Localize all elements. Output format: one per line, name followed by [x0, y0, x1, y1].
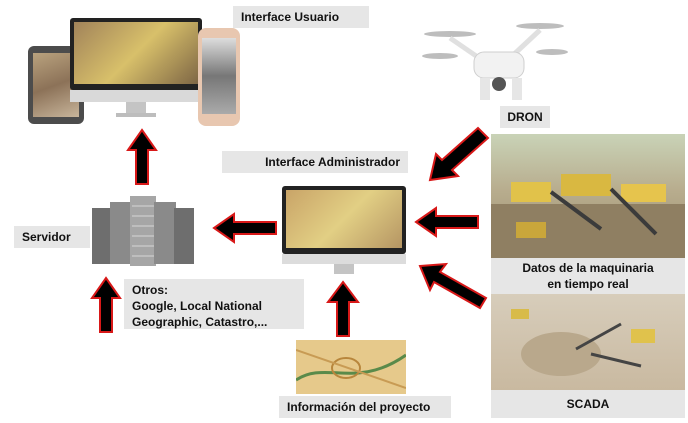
admin-stand	[334, 264, 354, 274]
desktop-screen	[70, 18, 202, 90]
desktop-stand	[126, 102, 146, 114]
desktop-base	[116, 113, 156, 117]
label-informacion-proyecto: Información del proyecto	[279, 396, 451, 418]
arrow-machinery-to-admin	[414, 206, 479, 238]
desktop-chin	[70, 90, 202, 102]
admin-chin	[282, 254, 406, 264]
admin-screen	[282, 186, 406, 254]
label-otros: Otros: Google, Local National Geographic…	[124, 279, 304, 329]
admin-monitor-icon	[282, 186, 406, 276]
machinery-photo	[491, 134, 685, 258]
scada-illustration	[511, 309, 655, 376]
smartphone-icon	[198, 28, 240, 126]
scada-site-photo	[491, 294, 685, 390]
label-dron: DRON	[500, 106, 550, 128]
project-map-photo	[296, 340, 406, 394]
server-rack-icon	[92, 196, 204, 268]
label-datos-maquinaria: Datos de la maquinaria en tiempo real	[491, 258, 685, 294]
arrow-drone-to-admin	[428, 126, 490, 182]
label-interface-usuario: Interface Usuario	[233, 6, 369, 28]
project-map-illustration	[296, 349, 406, 389]
arrow-scada-to-admin	[418, 262, 488, 310]
label-servidor: Servidor	[14, 226, 90, 248]
label-interface-administrador: Interface Administrador	[222, 151, 408, 173]
arrow-admin-to-server	[212, 212, 277, 244]
machinery-illustration	[491, 174, 685, 258]
arrow-server-to-user	[126, 128, 158, 185]
label-scada: SCADA	[491, 390, 685, 418]
arrow-project-to-admin	[326, 280, 360, 337]
desktop-monitor-icon	[70, 18, 202, 118]
smartphone-screen	[202, 38, 236, 114]
arrow-otros-to-server	[90, 276, 122, 333]
drone-icon	[420, 12, 570, 104]
